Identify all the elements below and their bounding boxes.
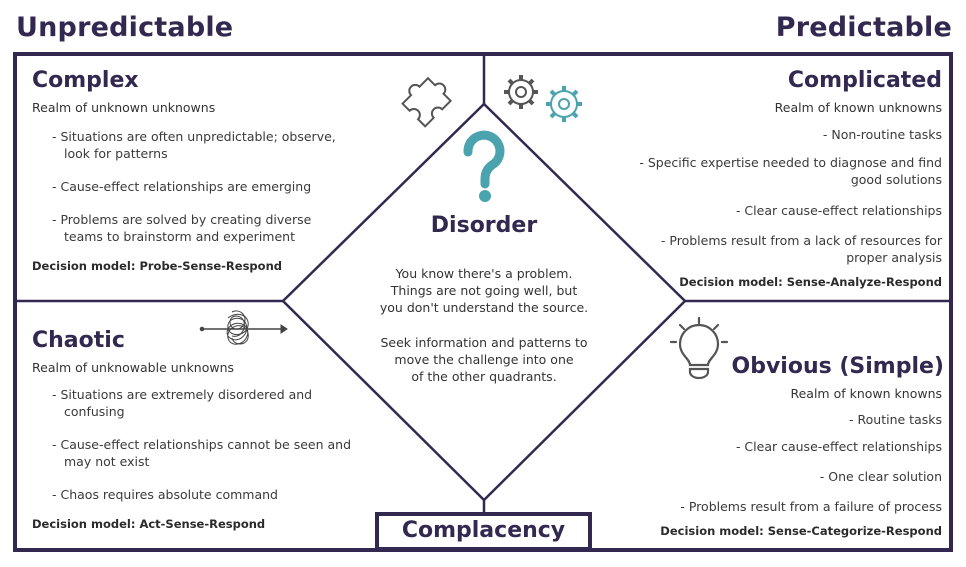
bullet-complicated-4: - Problems result from a lack of resourc… <box>660 233 942 265</box>
realm-obvious: Realm of known knowns <box>790 386 942 401</box>
bullet-complex-1: - Situations are often unpredictable; ob… <box>52 129 336 161</box>
axis-label-unpredictable: Unpredictable <box>16 12 234 43</box>
disorder-line: move the challenge into one <box>394 352 574 367</box>
bullet-complicated-1: - Non-routine tasks <box>822 127 942 142</box>
bullet-chaotic-1: - Situations are extremely disordered an… <box>52 387 313 419</box>
tangled-arrow-icon <box>199 310 288 345</box>
bullet-chaotic-3: - Chaos requires absolute command <box>52 487 278 502</box>
bullet-obvious-3: - One clear solution <box>819 469 942 484</box>
quadrant-title-complicated: Complicated <box>787 68 942 93</box>
realm-chaotic: Realm of unknowable unknowns <box>32 360 235 375</box>
realm-complicated: Realm of known unknowns <box>774 100 942 115</box>
decision-model-complicated: Decision model: Sense-Analyze-Respond <box>679 275 942 289</box>
realm-complex: Realm of unknown unknowns <box>32 100 216 115</box>
disorder-paragraph-1: You know there's a problem. Things are n… <box>364 265 604 316</box>
puzzle-piece-icon <box>401 76 453 128</box>
disorder-line: Seek information and patterns to <box>380 335 588 350</box>
quadrant-title-complex: Complex <box>32 68 139 93</box>
bullet-obvious-4: - Problems result from a failure of proc… <box>680 499 942 514</box>
disorder-title: Disorder <box>430 213 538 238</box>
bullet-complicated-3: - Clear cause-effect relationships <box>735 203 942 218</box>
question-mark-icon <box>463 130 505 202</box>
disorder-line: you don't understand the source. <box>379 300 589 315</box>
quadrant-title-chaotic: Chaotic <box>32 328 125 353</box>
disorder-line: of the other quadrants. <box>411 369 557 384</box>
bullet-complicated-2: - Specific expertise needed to diagnose … <box>639 155 942 187</box>
lightbulb-icon <box>669 316 729 380</box>
bullet-obvious-2: - Clear cause-effect relationships <box>735 439 942 454</box>
disorder-line: Things are not going well, but <box>390 283 578 298</box>
disorder-line: You know there's a problem. <box>395 266 573 281</box>
bullet-complex-3: - Problems are solved by creating divers… <box>52 212 312 244</box>
complacency-box <box>375 512 592 551</box>
disorder-paragraph-2: Seek information and patterns to move th… <box>364 334 604 385</box>
axis-label-predictable: Predictable <box>775 12 952 43</box>
bullet-chaotic-2: - Cause-effect relationships cannot be s… <box>52 437 352 469</box>
complacency-label: Complacency <box>401 518 566 543</box>
gears-icon <box>504 75 582 122</box>
decision-model-obvious: Decision model: Sense-Categorize-Respond <box>660 524 942 538</box>
quadrant-title-obvious: Obvious (Simple) <box>731 354 945 379</box>
bullet-complex-2: - Cause-effect relationships are emergin… <box>52 179 312 194</box>
decision-model-chaotic: Decision model: Act-Sense-Respond <box>32 517 266 531</box>
bullet-obvious-1: - Routine tasks <box>849 412 942 427</box>
decision-model-complex: Decision model: Probe-Sense-Respond <box>32 259 282 273</box>
